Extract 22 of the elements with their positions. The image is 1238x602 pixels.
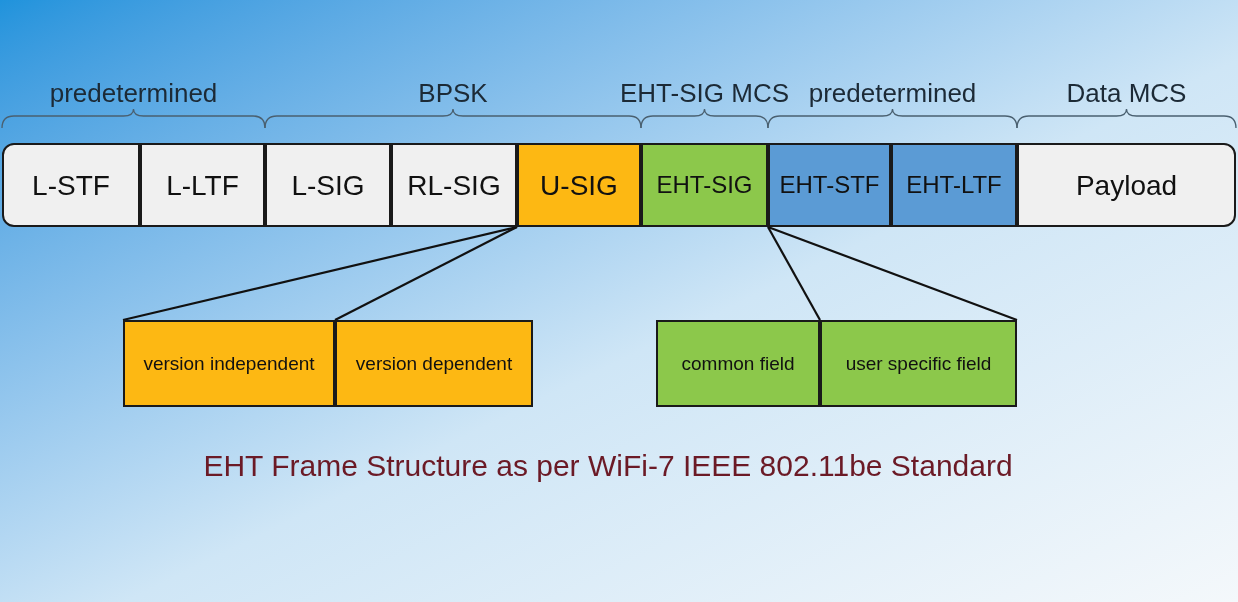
- frame-field: EHT-STF: [768, 143, 891, 227]
- frame-field: U-SIG: [517, 143, 641, 227]
- frame-field: RL-SIG: [391, 143, 517, 227]
- frame-field: L-SIG: [265, 143, 391, 227]
- frame-field: L-STF: [2, 143, 140, 227]
- frame-field: Payload: [1017, 143, 1236, 227]
- section-label: BPSK: [418, 77, 488, 110]
- connector-line: [767, 225, 1018, 322]
- subfield-box: version independent: [123, 320, 335, 407]
- frame-field: EHT-SIG: [641, 143, 768, 227]
- subfield-box: user specific field: [820, 320, 1017, 407]
- section-label: EHT-SIG MCS: [620, 77, 789, 110]
- connector-line: [767, 226, 821, 321]
- caption: EHT Frame Structure as per WiFi-7 IEEE 802.11be Standard: [202, 448, 1014, 484]
- frame-field: EHT-LTF: [891, 143, 1017, 227]
- subfield-box: common field: [656, 320, 820, 407]
- section-label: predetermined: [808, 77, 977, 110]
- frame-field: L-LTF: [140, 143, 265, 227]
- subfield-box: version dependent: [335, 320, 533, 407]
- section-label: predetermined: [49, 77, 218, 110]
- section-label: Data MCS: [1066, 77, 1187, 110]
- connector-line: [334, 226, 518, 321]
